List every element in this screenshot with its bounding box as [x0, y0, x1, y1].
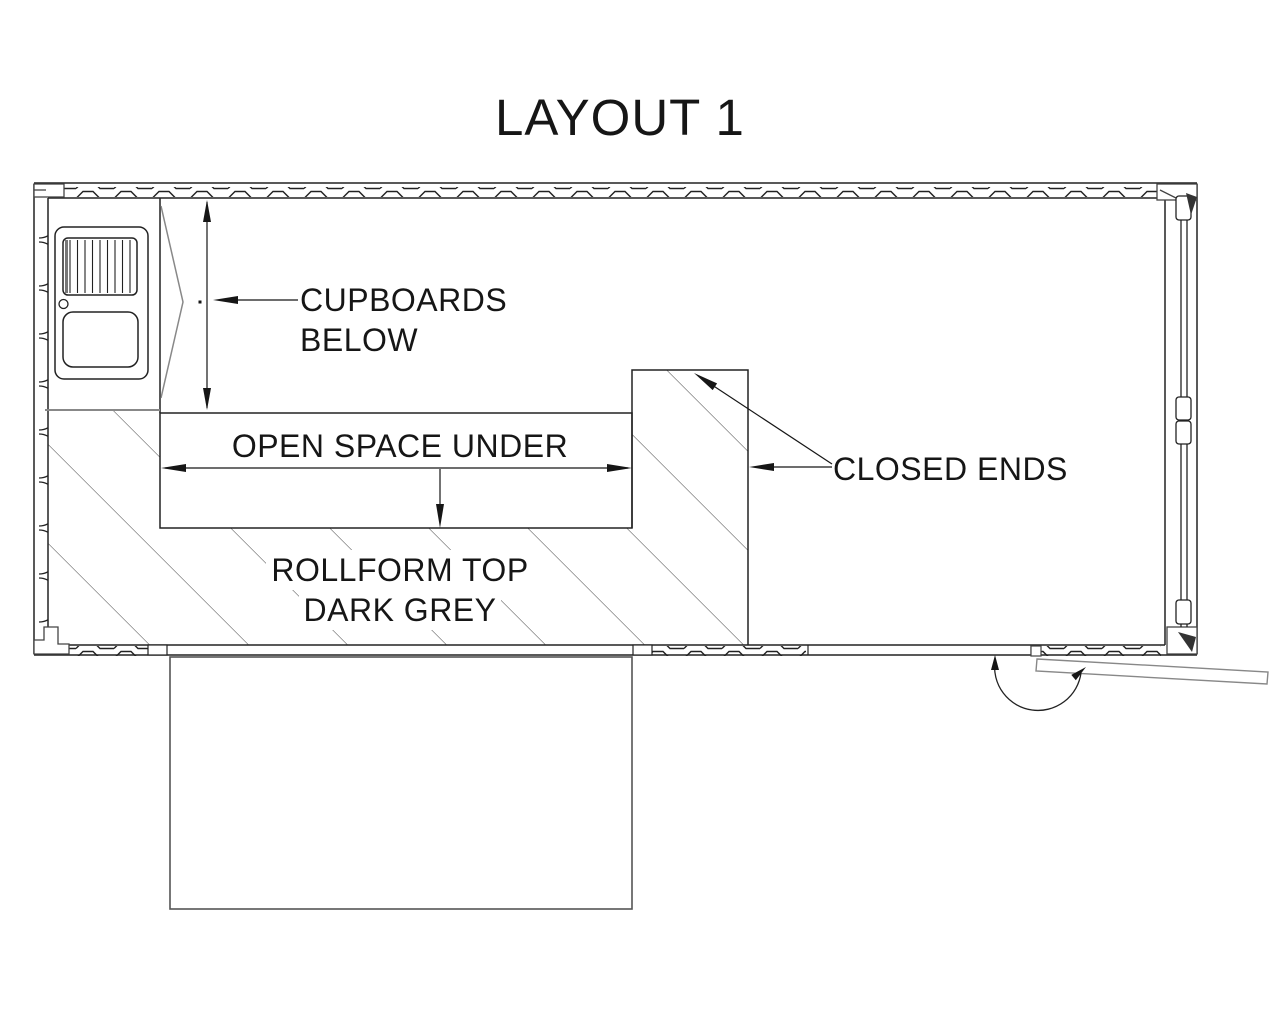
lock-rod-handle-lower [1175, 420, 1192, 445]
hinge-pin-top [1186, 193, 1197, 215]
cupboard-zone [45, 198, 184, 413]
sill-step-left [147, 644, 168, 656]
rollform-label-line1: ROLLFORM TOP [266, 550, 534, 590]
open-space-box [159, 412, 633, 529]
closed-ends-leader-diagonal [702, 378, 833, 465]
closed-end-outline [631, 369, 749, 645]
lock-rod-bracket-bottom [1175, 599, 1192, 625]
sink-unit-body [54, 226, 149, 380]
dimensions-and-leaders [161, 200, 833, 528]
door-leaf [1035, 658, 1269, 685]
drawing-title: LAYOUT 1 [495, 89, 745, 146]
corrugation-bottom-left [68, 646, 148, 656]
rollform-hatched-area [48, 370, 748, 645]
door-lock-gear [1175, 193, 1197, 652]
door-swing-arrowhead-right [1071, 667, 1086, 681]
corrugation-bottom-right [1035, 646, 1161, 656]
cupboard-door-swing-chevron [160, 205, 184, 399]
tap-knob [58, 298, 69, 310]
rollform-label: ROLLFORM TOP DARK GREY [200, 550, 600, 630]
hinge-pin-bottom [1178, 632, 1196, 652]
cupboards-label-line1: CUPBOARDS [300, 282, 508, 318]
drainer-grille [62, 237, 138, 296]
side-door-open [991, 645, 1269, 712]
leader-dot [198, 300, 202, 304]
door-hinge-block [1030, 645, 1042, 657]
corrugation-left-end [36, 205, 48, 625]
open-space-label: OPEN SPACE UNDER [231, 428, 569, 464]
door-swing-arc [993, 660, 1082, 712]
door-swing-arrowhead-left [991, 655, 999, 670]
corrugation-bottom-mid [652, 646, 806, 656]
corner-casting-bottom-left [33, 626, 70, 655]
cupboards-label: CUPBOARDS BELOW [300, 280, 507, 360]
closed-ends-label: CLOSED ENDS [833, 451, 1068, 487]
lock-rod-handle-upper [1175, 396, 1192, 421]
drainer-grille-slats [65, 240, 131, 293]
folddown-side-panel [169, 656, 633, 910]
bottom-edge-details [147, 644, 1032, 656]
sink-unit [54, 226, 149, 380]
sink-bowl [62, 311, 139, 368]
cupboards-label-line2: BELOW [300, 322, 419, 358]
corrugation-top [63, 187, 1157, 197]
container-shell [33, 182, 1198, 656]
sill-step-right [632, 644, 653, 656]
rollform-label-line2: DARK GREY [298, 590, 502, 630]
